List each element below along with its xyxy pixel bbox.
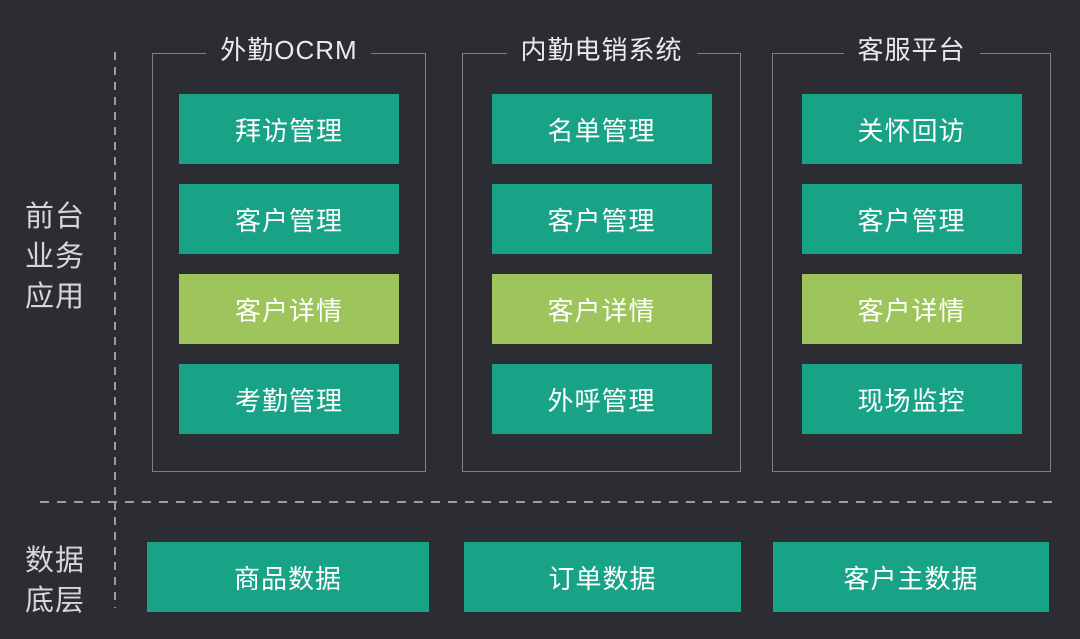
horizontal-dashed-divider bbox=[40, 501, 1053, 503]
front-office-layer-label-line: 前台 bbox=[25, 201, 86, 233]
customer-management-box: 客户管理 bbox=[801, 184, 1022, 254]
front-office-layer-label: 前台 业务 应用 bbox=[25, 197, 85, 317]
group-title-inside-telesales: 内勤电销系统 bbox=[506, 29, 697, 67]
customer-detail-box: 客户详情 bbox=[491, 274, 712, 344]
group-title-service-platform: 客服平台 bbox=[843, 29, 980, 67]
group-service-platform: 客服平台 关怀回访 客户管理 客户详情 现场监控 bbox=[772, 29, 1051, 472]
vertical-dashed-divider bbox=[114, 52, 116, 608]
data-layer-label-line: 数据 bbox=[25, 545, 86, 577]
data-layer-label-line: 底层 bbox=[25, 585, 86, 617]
customer-management-box: 客户管理 bbox=[179, 184, 399, 254]
customer-master-data-box: 客户主数据 bbox=[773, 542, 1049, 612]
data-layer-label: 数据 底层 bbox=[25, 541, 85, 621]
group-title-field-ocrm: 外勤OCRM bbox=[206, 29, 372, 67]
site-monitoring-box: 现场监控 bbox=[801, 364, 1022, 434]
customer-detail-box: 客户详情 bbox=[179, 274, 399, 344]
outbound-call-management-box: 外呼管理 bbox=[491, 364, 712, 434]
group-field-ocrm: 外勤OCRM 拜访管理 客户管理 客户详情 考勤管理 bbox=[152, 29, 426, 472]
visit-management-box: 拜访管理 bbox=[179, 94, 399, 164]
front-office-layer-label-line: 业务 bbox=[25, 241, 86, 273]
attendance-management-box: 考勤管理 bbox=[179, 364, 399, 434]
product-data-box: 商品数据 bbox=[147, 542, 429, 612]
care-callback-box: 关怀回访 bbox=[801, 94, 1022, 164]
group-inside-telesales: 内勤电销系统 名单管理 客户管理 客户详情 外呼管理 bbox=[462, 29, 741, 472]
front-office-layer-label-line: 应用 bbox=[25, 281, 86, 313]
customer-management-box: 客户管理 bbox=[491, 184, 712, 254]
roster-management-box: 名单管理 bbox=[491, 94, 712, 164]
customer-detail-box: 客户详情 bbox=[801, 274, 1022, 344]
order-data-box: 订单数据 bbox=[464, 542, 741, 612]
